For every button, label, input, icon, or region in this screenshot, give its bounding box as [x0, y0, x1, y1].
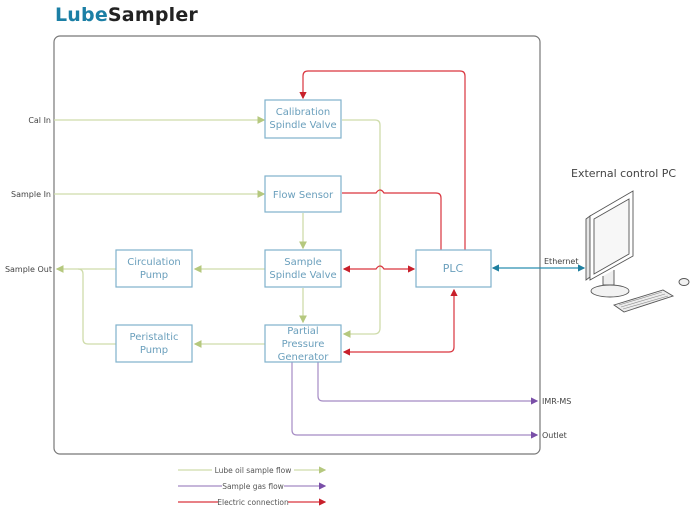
legend-bg-lube — [212, 465, 294, 475]
sample-spindle-valve: Sample Spindle Valve — [264, 249, 342, 288]
partial-pressure-generator: Partial Pressure Generator — [264, 324, 342, 363]
sample-valve-label-1: Sample — [284, 257, 322, 268]
ppg-label-2: Pressure — [282, 339, 325, 350]
circulation-pump-label-1: Circulation — [127, 257, 181, 268]
system-enclosure — [53, 35, 541, 455]
plc: PLC — [415, 249, 492, 288]
plc-label: PLC — [443, 262, 464, 275]
circulation-pump: Circulation Pump — [115, 249, 193, 288]
legend-label-gas: Sample gas flow — [222, 482, 284, 491]
keyboard-icon — [612, 289, 675, 313]
ethernet-label: Ethernet — [544, 257, 578, 266]
lube-oil-flows — [54, 116, 381, 348]
port-cal-in: Cal In — [28, 116, 51, 125]
legend-bg-electric — [218, 497, 288, 507]
legend-bg-gas — [222, 481, 284, 491]
peristaltic-pump-label-1: Peristaltic — [130, 332, 179, 343]
external-pc-label: External control PC — [571, 167, 676, 180]
monitor-side — [585, 215, 591, 281]
port-sample-in: Sample In — [11, 190, 51, 199]
app-title: LubeSampler — [55, 4, 198, 26]
flow-sensor-label: Flow Sensor — [273, 190, 334, 201]
legend-label-lube: Lube oil sample flow — [215, 466, 292, 475]
port-outlet: Outlet — [542, 431, 567, 440]
sample-valve-label-2: Spindle Valve — [269, 270, 336, 281]
gas-ppg-outlet — [291, 362, 539, 439]
flow-peri-to-out — [77, 268, 116, 345]
peristaltic-pump-label-2: Pump — [140, 345, 168, 356]
calibration-valve-label-1: Calibration — [276, 107, 330, 118]
monitor-screen — [593, 198, 630, 275]
monitor-base — [590, 284, 630, 298]
elec-plc-ppg — [342, 288, 458, 356]
elec-flow-plc — [342, 189, 445, 260]
elec-valve-plc — [342, 265, 416, 273]
ppg-label-3: Generator — [278, 352, 330, 363]
elec-plc-cal — [299, 70, 469, 266]
title-sampler: Sampler — [107, 4, 198, 26]
flow-cal-to-ppg — [342, 119, 381, 338]
ppg-label-1: Partial — [287, 326, 318, 337]
legend: Lube oil sample flow Sample gas flow Ele… — [178, 465, 327, 507]
computer-icon — [585, 190, 690, 313]
peristaltic-pump: Peristaltic Pump — [115, 324, 193, 363]
flow-sensor: Flow Sensor — [264, 175, 342, 213]
electric-connections — [299, 70, 469, 356]
port-sample-out: Sample Out — [5, 265, 52, 274]
circulation-pump-label-2: Pump — [140, 270, 168, 281]
keyboard-keys — [618, 291, 669, 310]
mouse-icon — [678, 278, 690, 286]
calibration-valve-label-2: Spindle Valve — [269, 120, 336, 131]
title-lube: Lube — [55, 4, 108, 26]
sample-gas-flows — [291, 362, 539, 439]
port-imr-ms: IMR-MS — [542, 397, 571, 406]
calibration-spindle-valve: Calibration Spindle Valve — [264, 99, 342, 139]
gas-ppg-imrms — [317, 362, 539, 405]
legend-label-electric: Electric connection — [217, 498, 289, 507]
